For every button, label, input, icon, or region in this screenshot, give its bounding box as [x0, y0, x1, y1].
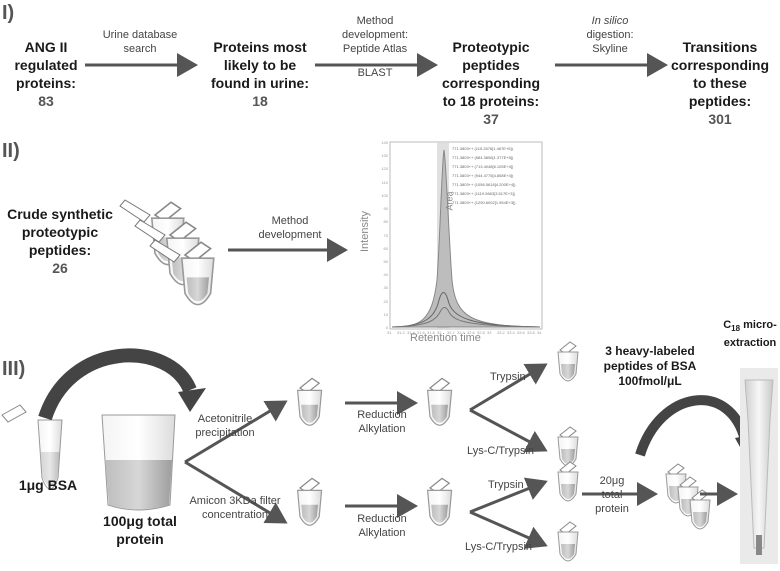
label-method-dev: Method development: Peptide Atlas BLAST — [341, 15, 409, 79]
step-transitions: Transitions corresponding to these pepti… — [670, 39, 769, 127]
label-bsa: 1μg BSA — [18, 477, 78, 493]
chart-xtick: 33.2 — [497, 330, 505, 335]
step-ang2: ANG II regulated proteins: 83 — [14, 39, 78, 109]
chart-legend-item: 771.3803++ (115.2876[1.467E+5]) — [452, 146, 513, 151]
chart-xtick: 31 — [387, 330, 392, 335]
label-c18: C18 micro- extraction — [723, 319, 777, 350]
chart-xtick: 32.2 — [447, 330, 455, 335]
chromatogram-chart — [389, 141, 543, 330]
label-amicon: Amicon 3KDa filter concentration — [189, 495, 281, 521]
chart-ytick: 90 — [383, 206, 388, 212]
chart-ytick: 20 — [383, 298, 388, 304]
chart-ytick: 30 — [383, 285, 388, 291]
label-lysc-bottom: Lys-C/Trypsin — [465, 541, 533, 553]
chart-ytick: 120 — [381, 166, 388, 172]
chart-ytick: 0 — [385, 325, 388, 330]
chromatogram-peak — [391, 149, 541, 328]
chart-xtick: 31.2 — [397, 330, 405, 335]
chart-legend-item: 771.3803++ (713.4048[6.105E+4]) — [452, 164, 514, 169]
label-acetonitrile: Acetonitrile precipitation — [195, 413, 255, 439]
chart-xtick: 33 — [487, 330, 492, 335]
chart-ylabel: Intensity — [359, 211, 371, 252]
protein-beaker — [101, 414, 176, 511]
chart-xtick: 31.8 — [427, 330, 435, 335]
chart-legend-item: 771.3803++ (944.4775[4.858E+4]) — [452, 173, 514, 178]
label-20ug: 20μg total protein — [595, 475, 629, 515]
chart-legend-item: 771.3803++ (1119.5663[3.517E+3]) — [452, 191, 515, 196]
chart-ytick: 130 — [381, 153, 388, 159]
label-method-development: Method development — [258, 215, 322, 241]
chart-ytick: 140 — [381, 140, 388, 145]
label-trypsin-bottom: Trypsin — [488, 479, 524, 491]
label-urine-search: Urine database search — [102, 29, 178, 55]
crude-peptides: Crude synthetic proteotypic peptides: 26 — [7, 206, 113, 276]
chart-legend-item: 771.3803++ (584.3806[1.377E+5]) — [452, 155, 514, 160]
chart-xtick: 31.4 — [407, 330, 415, 335]
label-insilico: In silico digestion: Skyline — [586, 15, 634, 55]
label-reduction-bottom: Reduction Alkylation — [357, 513, 407, 539]
section-1-label: I) — [2, 2, 15, 24]
step-urine-proteins: Proteins most likely to be found in urin… — [211, 39, 309, 109]
chart-ytick: 10 — [383, 311, 388, 317]
chart-xtick: 33.8 — [527, 330, 535, 335]
label-trypsin-top: Trypsin — [490, 371, 526, 383]
bsa-tube — [1, 404, 63, 490]
chart-xtick: 32 — [437, 330, 442, 335]
chart-ytick: 80 — [383, 219, 388, 225]
chart-xtick: 33.6 — [517, 330, 525, 335]
chart-ytick: 50 — [383, 258, 388, 264]
chart-legend-item: 771.3803++ (1056.5618[4.200E+4]) — [452, 182, 516, 187]
chart-ytick: 40 — [383, 272, 388, 278]
chart-xtick: 31.6 — [417, 330, 425, 335]
chart-ytick: 70 — [383, 232, 388, 238]
chart-xtick: 32.4 — [457, 330, 465, 335]
label-lysc-top: Lys-C/Trypsin — [467, 445, 535, 457]
chart-xtick: 33.4 — [507, 330, 515, 335]
chart-ytick: 60 — [383, 245, 388, 251]
section-2-label: II) — [2, 140, 20, 162]
c18-tip — [740, 368, 778, 564]
label-total-protein: 100μg total protein — [103, 513, 177, 547]
section-3-label: III) — [2, 358, 26, 380]
chart-legend-item: 771.3803++ (1290.6002[1.954E+3]) — [452, 200, 516, 205]
label-heavy-peptides: 3 heavy-labeled peptides of BSA 100fmol/… — [603, 344, 697, 388]
chart-xtick: 32.8 — [477, 330, 485, 335]
chart-xlabel: Retention time — [410, 332, 481, 344]
chart-ytick: 110 — [381, 179, 388, 185]
curved-arrow-bsa — [38, 348, 197, 421]
label-reduction-top: Reduction Alkylation — [357, 409, 407, 435]
step-proteotypic: Proteotypic peptides corresponding to 18… — [441, 39, 540, 127]
chart-ytick: 100 — [381, 192, 388, 198]
chart-xtick: 32.6 — [467, 330, 475, 335]
peptide-tubes — [119, 199, 215, 306]
chart-xtick: 34 — [537, 330, 542, 335]
